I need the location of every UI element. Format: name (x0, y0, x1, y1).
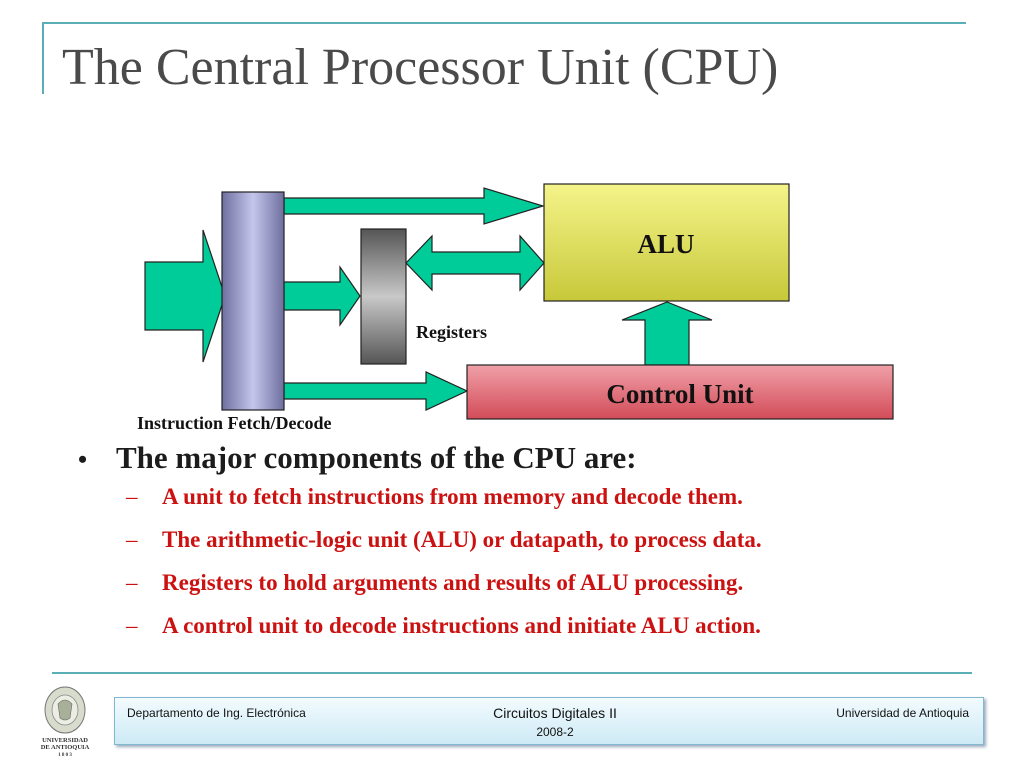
main-bullet: • The major components of the CPU are: (78, 440, 978, 476)
control-unit-block (466, 364, 894, 420)
logo-line3: 1 8 0 3 (58, 753, 72, 758)
input-arrow (144, 229, 226, 363)
list-item-text: The arithmetic-logic unit (ALU) or datap… (162, 527, 762, 552)
list-item-text: Registers to hold arguments and results … (162, 570, 744, 595)
list-item-text: A unit to fetch instructions from memory… (162, 484, 743, 509)
slide-title: The Central Processor Unit (CPU) (62, 39, 779, 96)
fetch-decode-block (221, 191, 285, 411)
title-accent-bar (42, 22, 44, 94)
footer-term: 2008-2 (536, 725, 574, 739)
fetch-to-registers-arrow (283, 265, 361, 327)
list-item: – A control unit to decode instructions … (126, 613, 978, 656)
footer-divider (52, 672, 972, 674)
control-unit-label: Control Unit (606, 379, 753, 409)
registers-alu-double-arrow (405, 234, 545, 292)
fetch-to-alu-arrow (283, 187, 546, 225)
main-bullet-text: The major components of the CPU are: (116, 440, 637, 475)
dash-marker: – (126, 484, 138, 509)
list-item: – The arithmetic-logic unit (ALU) or dat… (126, 527, 978, 570)
bullet-marker: • (78, 445, 88, 474)
logo-line2: DE ANTIOQUIA (41, 744, 90, 751)
registers-label: Registers (416, 322, 487, 342)
dash-marker: – (126, 527, 138, 552)
footer-department: Departamento de Ing. Electrónica (127, 706, 306, 720)
footer-university: Universidad de Antioquia (836, 706, 969, 720)
cpu-diagram: ALU Control Unit Registers Instruction F… (137, 183, 894, 433)
fetch-decode-label: Instruction Fetch/Decode (137, 413, 331, 433)
alu-label: ALU (637, 229, 694, 259)
sub-bullet-list: – A unit to fetch instructions from memo… (126, 484, 978, 656)
list-item: – Registers to hold arguments and result… (126, 570, 978, 613)
dash-marker: – (126, 570, 138, 595)
footer-course: Circuitos Digitales II (493, 705, 617, 721)
footer-bar: Departamento de Ing. Electrónica Circuit… (114, 697, 984, 745)
list-item: – A unit to fetch instructions from memo… (126, 484, 978, 527)
logo-line1: UNIVERSIDAD (42, 737, 88, 744)
fetch-to-control-arrow (283, 371, 469, 411)
title-accent-line (42, 22, 966, 24)
dash-marker: – (126, 613, 138, 638)
alu-block (543, 183, 790, 302)
university-logo: UNIVERSIDAD DE ANTIOQUIA 1 8 0 3 (41, 686, 90, 758)
list-item-text: A control unit to decode instructions an… (162, 613, 761, 638)
control-to-alu-arrow (621, 301, 713, 366)
bullet-list: • The major components of the CPU are: –… (78, 440, 978, 656)
registers-block (360, 228, 407, 365)
